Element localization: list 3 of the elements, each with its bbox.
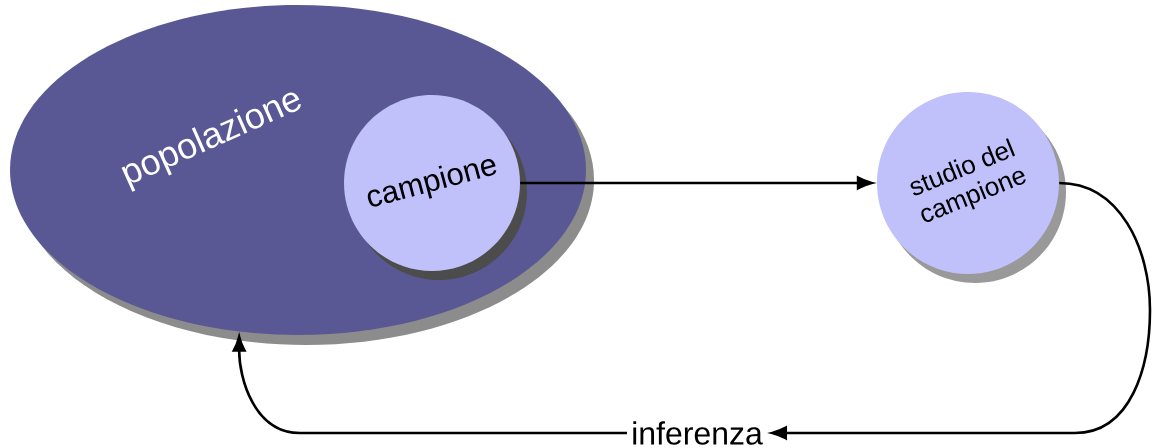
- edge-text: inferenza: [633, 421, 763, 445]
- circle-node: campione: [344, 95, 527, 280]
- arrow: [232, 335, 627, 435]
